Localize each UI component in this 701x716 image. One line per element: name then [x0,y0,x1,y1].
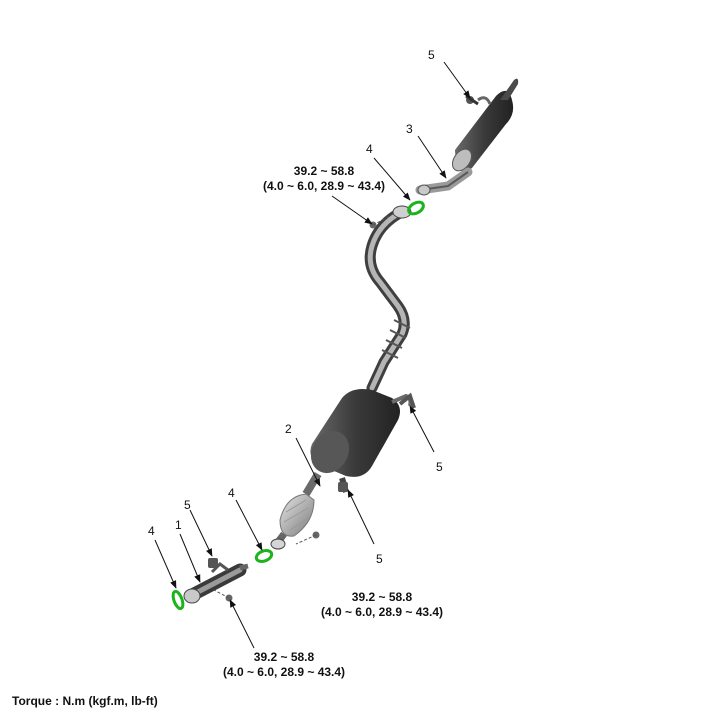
gasket-left [171,589,185,611]
rear-muffler [415,78,519,196]
dashed-leaders [213,215,391,599]
callout-part3: 3 [406,122,413,136]
callout-part4-left: 4 [148,524,155,538]
torque-value: 39.2 ~ 58.8 [293,164,355,178]
torque-spec-upper: 39.2 ~ 58.8 (4.0 ~ 6.0, 28.9 ~ 43.4) [236,164,412,194]
torque-value: 39.2 ~ 58.8 [253,650,315,664]
gasket-top [407,200,425,216]
torque-spec-middle: 39.2 ~ 58.8 (4.0 ~ 6.0, 28.9 ~ 43.4) [294,590,470,620]
catalytic-converter [270,471,322,550]
torque-unit-note: Torque : N.m (kgf.m, lb-ft) [12,694,158,708]
callout-part4-mid: 4 [228,486,235,500]
torque-units: (4.0 ~ 6.0, 28.9 ~ 43.4) [320,605,444,619]
front-pipe [183,562,249,604]
callout-part5-left: 5 [184,498,191,512]
torque-units: (4.0 ~ 6.0, 28.9 ~ 43.4) [222,665,346,679]
gasket-mid [254,549,274,563]
callout-part2: 2 [285,422,292,436]
hanger-top [465,94,479,106]
torque-units: (4.0 ~ 6.0, 28.9 ~ 43.4) [262,179,386,193]
torque-value: 39.2 ~ 58.8 [351,590,413,604]
callout-part5-mid: 5 [376,552,383,566]
hanger-mid [338,482,348,492]
torque-spec-lower: 39.2 ~ 58.8 (4.0 ~ 6.0, 28.9 ~ 43.4) [196,650,372,680]
hanger-left [208,558,218,568]
callout-part5-right: 5 [436,460,443,474]
hanger-right [398,392,416,409]
callout-part1: 1 [175,518,182,532]
leader-lines [154,61,471,649]
callout-part5-top: 5 [428,48,435,62]
center-pipe [364,205,412,394]
callout-part4-top: 4 [366,142,373,156]
